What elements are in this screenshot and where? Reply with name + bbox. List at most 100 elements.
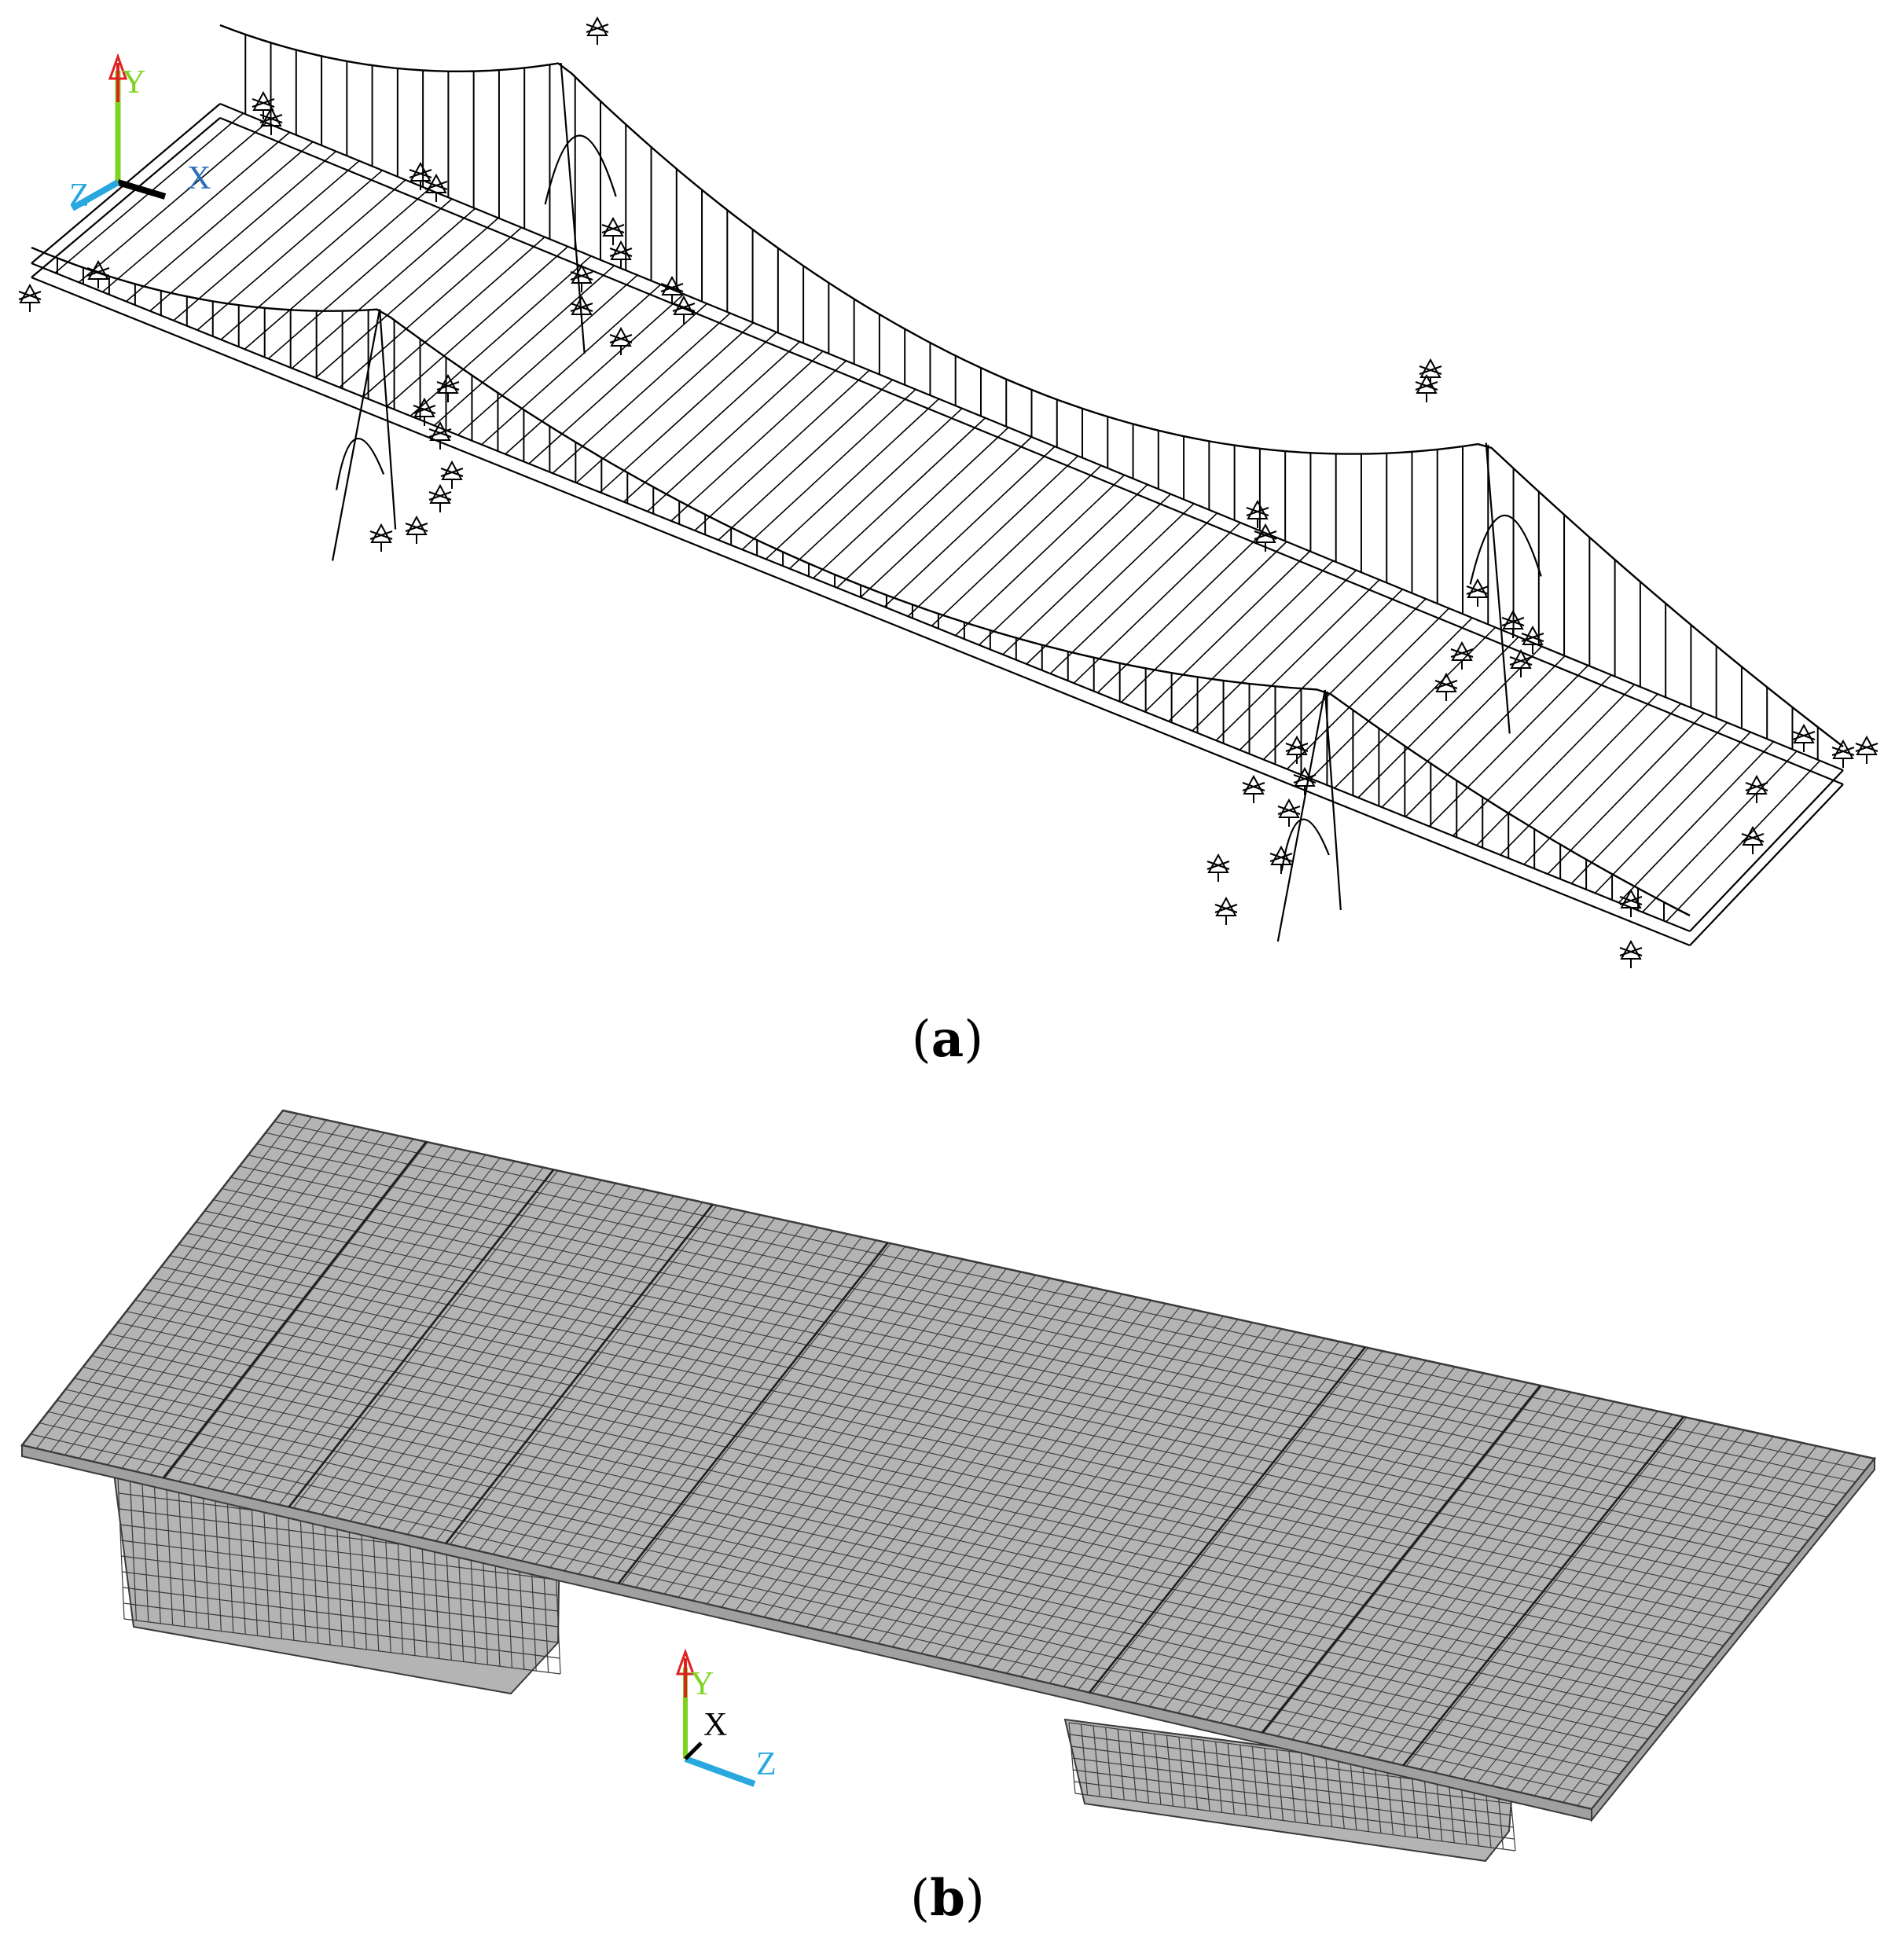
- support-tick: [1745, 782, 1768, 791]
- deck-cross-beam: [1452, 674, 1612, 837]
- support-tick: [1277, 806, 1301, 815]
- deck-cross-beam: [1428, 665, 1589, 827]
- deck-cross-beam: [1287, 607, 1450, 770]
- caption-b: (b): [910, 1869, 985, 1928]
- deck-cross-beam: [1310, 617, 1473, 780]
- support-glyph: [660, 275, 684, 304]
- deck-cross-beam: [481, 284, 662, 446]
- mesh-line-longitudinal: [30, 1433, 1602, 1798]
- support-tick: [259, 114, 283, 123]
- girder-left-mesh-vline: [141, 1480, 149, 1622]
- support-tick: [428, 428, 452, 438]
- deck-cross-beam: [433, 265, 615, 427]
- tower-leg-near: [332, 309, 381, 561]
- mesh-line-longitudinal: [187, 1232, 1772, 1588]
- support-tick: [252, 98, 275, 108]
- support-glyph: [1831, 739, 1855, 768]
- support-glyph: [436, 373, 460, 402]
- support-glyph: [1741, 825, 1765, 854]
- support-glyph: [405, 515, 428, 544]
- deck-cross-beam: [836, 427, 1009, 589]
- deck-cross-beam: [860, 436, 1033, 598]
- support-glyph: [601, 216, 625, 245]
- support-tick: [1434, 680, 1458, 689]
- mesh-diaphragm-line: [617, 1242, 889, 1584]
- support-tick: [1293, 774, 1317, 784]
- support-glyph: [369, 523, 393, 552]
- main-cable-far: [219, 24, 1844, 747]
- girder-left-mesh-vline: [263, 1496, 270, 1638]
- mesh-line-longitudinal: [108, 1333, 1687, 1693]
- support-glyph: [1792, 723, 1816, 752]
- deck-cross-beam: [883, 446, 1056, 607]
- deck-far-edge-bottom: [219, 116, 1844, 786]
- mesh-line-longitudinal: [222, 1187, 1809, 1541]
- girder-left-mesh-vline: [250, 1494, 259, 1636]
- deck-cross-beam: [1381, 645, 1543, 808]
- deck-cross-beam: [1476, 684, 1636, 846]
- x-axis-label-b: X: [703, 1707, 727, 1743]
- deck-cross-beam: [1262, 598, 1427, 760]
- deck-cross-beam: [339, 226, 523, 388]
- deck-cross-beam: [457, 274, 638, 436]
- deck-cross-beam: [505, 293, 685, 455]
- support-tick: [609, 248, 633, 257]
- deck-cross-beam: [1121, 541, 1287, 703]
- deck-cross-beam: [741, 388, 916, 550]
- support-glyph: [609, 240, 633, 269]
- support-glyph: [428, 420, 452, 450]
- support-glyph: [18, 283, 42, 312]
- deck-cross-beam: [267, 198, 453, 360]
- deck-cross-beam: [1357, 636, 1519, 798]
- deck-cross-beam: [1049, 512, 1218, 674]
- support-tick: [1269, 853, 1293, 862]
- deck-cross-beam: [1334, 626, 1497, 789]
- deck-cross-beam: [647, 351, 824, 512]
- girder-left-mesh-hline: [123, 1618, 561, 1675]
- support-glyph: [428, 483, 452, 512]
- mesh-line-longitudinal: [91, 1355, 1668, 1716]
- mesh-line-longitudinal: [256, 1143, 1847, 1495]
- deck-cross-beam: [1168, 560, 1334, 722]
- support-glyph: [1501, 609, 1525, 638]
- deck-cross-beam: [575, 322, 755, 483]
- girder-left-mesh-vline: [129, 1478, 138, 1620]
- girder-left-mesh-vline: [202, 1488, 210, 1630]
- support-tick: [413, 405, 436, 414]
- girder-left-mesh-vline: [238, 1492, 246, 1635]
- deck-cross-beam: [623, 341, 801, 503]
- mesh-line-longitudinal: [170, 1255, 1753, 1611]
- mesh-diaphragm-line: [1088, 1346, 1367, 1694]
- mesh-line-longitudinal: [274, 1121, 1866, 1471]
- support-tick: [1831, 747, 1855, 756]
- girder-left-mesh-vline: [226, 1491, 234, 1633]
- support-tick: [660, 283, 684, 292]
- bridge-wireframe-drawing: Y X Z: [18, 16, 1878, 968]
- hanger-cables: [56, 34, 1819, 921]
- support-glyph: [1619, 888, 1643, 917]
- girder-left-mesh-vline: [178, 1485, 185, 1627]
- deck-cross-beam: [765, 398, 940, 560]
- deck-mesh-panel: Y X Z: [0, 1077, 1895, 1863]
- mesh-line-longitudinal: [100, 1344, 1677, 1705]
- support-tick: [1246, 507, 1269, 516]
- mesh-line-longitudinal: [48, 1411, 1621, 1775]
- support-tick: [570, 271, 593, 281]
- x-axis-label: X: [187, 160, 211, 196]
- girder-left-mesh-hline: [123, 1602, 560, 1659]
- tower-leg-far: [560, 62, 586, 354]
- tower-portal-arch: [1280, 818, 1330, 872]
- girder-left-mesh-hline: [121, 1555, 558, 1612]
- girder-right-mesh-hline: [1073, 1769, 1514, 1828]
- deck-cross-beam: [1570, 721, 1728, 884]
- girder-left-mesh-vline: [287, 1499, 295, 1641]
- deck-cross-beam: [907, 455, 1079, 617]
- deck-cross-beam: [955, 474, 1126, 637]
- support-tick: [609, 334, 633, 343]
- main-cables: [31, 24, 1844, 917]
- mesh-line-longitudinal: [65, 1389, 1640, 1752]
- girder-left-mesh-vline: [311, 1502, 319, 1644]
- deck-cross-beam: [1642, 751, 1798, 913]
- support-glyph: [424, 173, 448, 202]
- deck-cross-beam: [931, 464, 1102, 627]
